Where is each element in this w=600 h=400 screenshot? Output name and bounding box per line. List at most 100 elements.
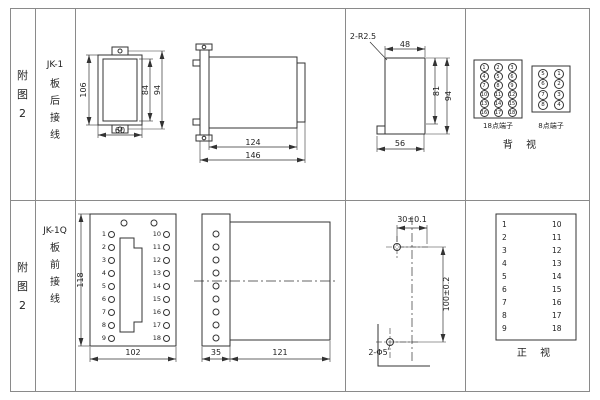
terminal-number: 15 (152, 295, 161, 304)
terminal-screw-icon (163, 270, 170, 277)
terminal-pin: 7 (479, 81, 489, 90)
terminal-screw-icon (163, 335, 170, 342)
index-char: 2 (19, 299, 26, 312)
socket-front-view-drawing (78, 213, 177, 362)
wiring-char: 线 (50, 130, 60, 141)
terminal-row: 7 (96, 309, 115, 316)
wiring-char: 接 (50, 277, 60, 288)
table-cell: 5 (502, 272, 507, 281)
terminal-pin: 5 (538, 69, 548, 80)
terminal-number: 12 (152, 256, 161, 265)
table-cell: 6 (502, 285, 507, 294)
table-cell: 4 (502, 259, 507, 268)
table-cell: 7 (502, 298, 507, 307)
front-height-dim-label: 106 (79, 82, 88, 98)
table-cell: 9 (502, 324, 507, 333)
terminal-pin: 11 (493, 90, 503, 99)
terminal-pin: 2 (493, 63, 503, 72)
table-cell: 1 (502, 220, 507, 229)
drill-height-dim-label: 100±0.2 (442, 276, 451, 312)
terminal-8pt-grid: 5 1 6 2 7 3 8 4 (535, 69, 567, 110)
table-cell: 10 (552, 220, 562, 229)
drilling-plan-drawing (376, 216, 446, 367)
terminal-screw-icon (108, 283, 115, 290)
socket-right-terminals: 10 11 12 13 14 15 16 17 18 (148, 228, 170, 345)
terminal-pin: 13 (479, 99, 489, 108)
terminal-pin: 8 (538, 99, 548, 110)
front-width-dim-label: 60 (114, 126, 126, 135)
socket-side-view-drawing (194, 213, 338, 362)
index-char: 附 (17, 69, 28, 82)
row1-index-label: 附 图 2 (13, 70, 32, 119)
terminal-screw-icon (163, 244, 170, 251)
terminal-screw-icon (163, 283, 170, 290)
terminal-screw-icon (108, 322, 115, 329)
terminal-8pt-label: 8点端子 (538, 122, 564, 130)
table-cell: 18 (552, 324, 562, 333)
wiring-char: 前 (50, 260, 60, 271)
terminal-screw-icon (163, 257, 170, 264)
terminal-pin: 3 (507, 63, 517, 72)
terminal-number: 4 (101, 269, 106, 278)
terminal-number: 18 (152, 334, 161, 343)
terminal-row: 11 (148, 244, 170, 251)
terminal-row: 14 (148, 283, 170, 290)
terminal-number: 17 (152, 321, 161, 330)
terminal-row: 10 (148, 231, 170, 238)
cutout-radius-label: 2-R2.5 (349, 32, 377, 41)
side-body-length-dim-label: 124 (245, 138, 261, 147)
wiring-char: 后 (50, 96, 60, 107)
row2-wiring-label: 板 前 接 线 (45, 244, 65, 305)
terminal-number: 1 (101, 230, 106, 239)
terminal-pin: 2 (554, 79, 564, 90)
table-cell: 17 (552, 311, 562, 320)
terminal-row: 16 (148, 309, 170, 316)
table-cell: 2 (502, 233, 507, 242)
terminal-number: 13 (152, 269, 161, 278)
wiring-char: 板 (50, 243, 60, 254)
terminal-row: 1 (96, 231, 115, 238)
terminal-row: 12 (148, 257, 170, 264)
terminal-row: 15 (148, 296, 170, 303)
row2-model-label: JK-1Q (43, 226, 67, 236)
cutout-offset-dim-label: 56 (394, 139, 406, 148)
panel-cutout-drawing (369, 41, 450, 152)
terminal-pin: 15 (507, 99, 517, 108)
rear-view-terminal-blocks (473, 59, 571, 119)
table-cell: 16 (552, 298, 562, 307)
terminal-table-box (495, 213, 577, 341)
terminal-pin: 10 (479, 90, 489, 99)
terminal-number: 14 (152, 282, 161, 291)
wiring-char: 接 (50, 113, 60, 124)
table-cell: 14 (552, 272, 562, 281)
table-cell: 12 (552, 246, 562, 255)
terminal-pin: 6 (538, 79, 548, 90)
terminal-pin: 4 (479, 72, 489, 81)
terminal-pin: 12 (507, 90, 517, 99)
terminal-number: 10 (152, 230, 161, 239)
socket-flange-dim-label: 35 (210, 348, 222, 357)
socket-height-dim-label: 118 (76, 272, 85, 288)
terminal-pin: 1 (479, 63, 489, 72)
table-cell: 13 (552, 259, 562, 268)
terminal-screw-icon (163, 231, 170, 238)
relay-front-view-drawing (86, 46, 165, 138)
front-view-label: 正 视 (516, 348, 556, 359)
terminal-row: 18 (148, 335, 170, 342)
terminal-pin: 9 (507, 81, 517, 90)
row1-model-label: JK-1 (46, 60, 64, 70)
socket-body-dim-label: 121 (272, 348, 288, 357)
terminal-number: 8 (101, 321, 106, 330)
terminal-number: 7 (101, 308, 106, 317)
front-inner-height-dim-label: 84 (141, 84, 150, 96)
terminal-pin: 14 (493, 99, 503, 108)
terminal-row: 3 (96, 257, 115, 264)
terminal-screw-icon (108, 257, 115, 264)
terminal-number: 3 (101, 256, 106, 265)
terminal-screw-icon (108, 335, 115, 342)
terminal-number: 11 (152, 243, 161, 252)
row2-index-label: 附 图 2 (13, 262, 32, 311)
index-char: 附 (17, 261, 28, 274)
